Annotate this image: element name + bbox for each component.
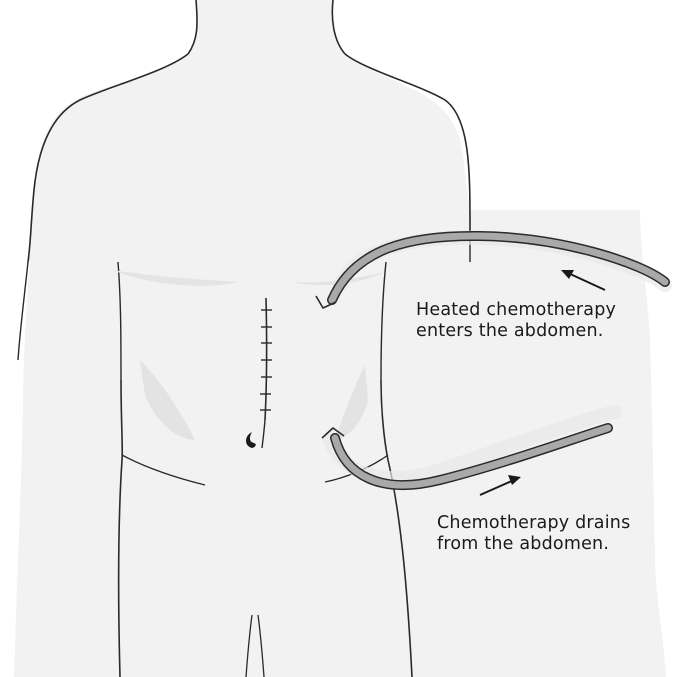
outflow-label-line1: Chemotherapy drains <box>437 513 630 534</box>
outflow-label: Chemotherapy drains from the abdomen. <box>437 513 630 555</box>
inflow-label: Heated chemotherapy enters the abdomen. <box>416 300 616 342</box>
inflow-label-line2: enters the abdomen. <box>416 321 616 342</box>
outflow-label-line2: from the abdomen. <box>437 534 630 555</box>
inflow-label-line1: Heated chemotherapy <box>416 300 616 321</box>
